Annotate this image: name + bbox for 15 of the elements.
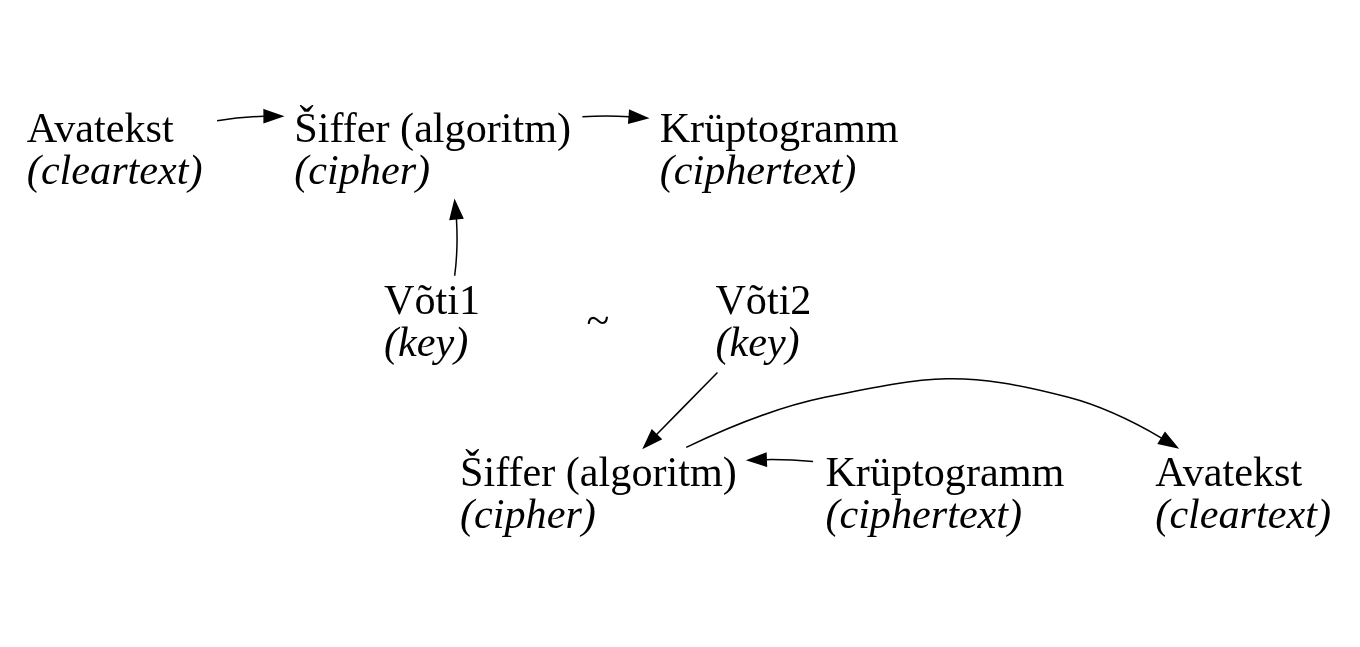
arrow [581, 108, 650, 124]
node-text: Avatekst (cleartext) [1155, 447, 1331, 537]
arrow [685, 377, 1180, 449]
node-text: Šiffer (algoritm) (cipher) [460, 447, 737, 537]
arrow [745, 451, 814, 467]
node-text: Šiffer (algoritm) (cipher) [294, 103, 572, 193]
node-text: Avatekst (cleartext) [26, 103, 203, 193]
arrow [449, 197, 464, 276]
node-text: Võti2 (key) [715, 275, 812, 365]
arrow [216, 108, 285, 124]
arrow [642, 371, 719, 449]
label: ~ [586, 295, 610, 343]
node-text: Krüptogramm (ciphertext) [659, 103, 899, 193]
node-text: Võti1 (key) [383, 275, 480, 365]
node-text: Krüptogramm (ciphertext) [825, 447, 1065, 537]
